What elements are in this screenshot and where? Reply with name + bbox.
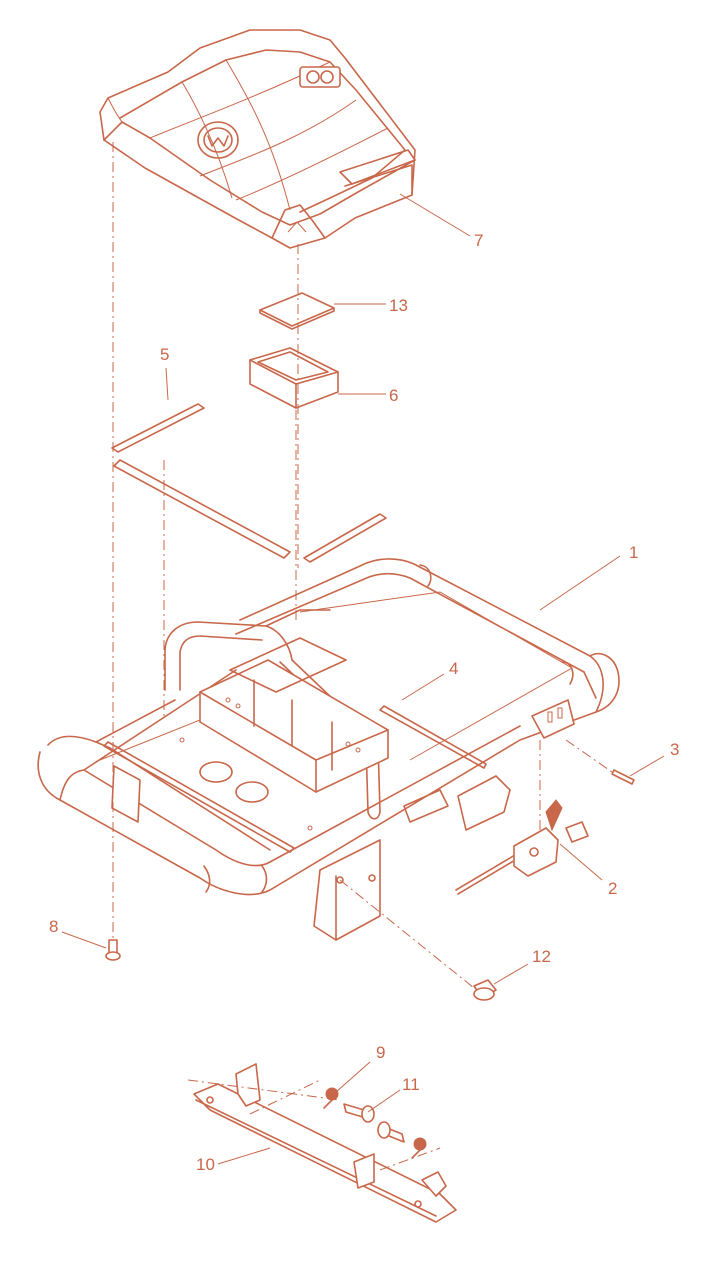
part-9-spring[interactable] — [323, 1087, 427, 1159]
callout-8: 8 — [49, 917, 58, 936]
callout-labels: 1 2 3 4 5 6 7 8 9 10 11 12 13 — [49, 231, 679, 1174]
callout-6: 6 — [389, 386, 398, 405]
part-7-engine-cover[interactable] — [99, 29, 416, 249]
callout-4: 4 — [449, 659, 458, 678]
part-6-foam-block[interactable] — [249, 347, 339, 409]
part-1-frame[interactable] — [37, 558, 620, 941]
part-11-pivot-pin[interactable] — [343, 1103, 405, 1143]
callout-11: 11 — [402, 1075, 420, 1094]
callout-3: 3 — [670, 740, 679, 759]
callout-1: 1 — [629, 543, 638, 562]
leader-lines — [61, 193, 665, 1165]
part-5-seal-strips[interactable] — [111, 403, 387, 563]
part-10-bottom-plate[interactable] — [193, 1063, 457, 1223]
callout-2: 2 — [608, 879, 617, 898]
part-2-throttle-lever[interactable] — [455, 799, 589, 895]
callout-7: 7 — [474, 231, 483, 250]
part-3-pin[interactable] — [611, 769, 635, 785]
assembly-lines — [112, 142, 613, 1171]
part-12-flange-bolt[interactable] — [473, 979, 497, 1001]
callout-9: 9 — [376, 1043, 385, 1062]
callout-10: 10 — [196, 1155, 215, 1174]
callout-5: 5 — [160, 345, 169, 364]
part-8-bolt[interactable] — [105, 939, 121, 961]
callout-13: 13 — [389, 296, 408, 315]
callout-12: 12 — [532, 947, 551, 966]
part-13-pad[interactable] — [259, 292, 335, 330]
